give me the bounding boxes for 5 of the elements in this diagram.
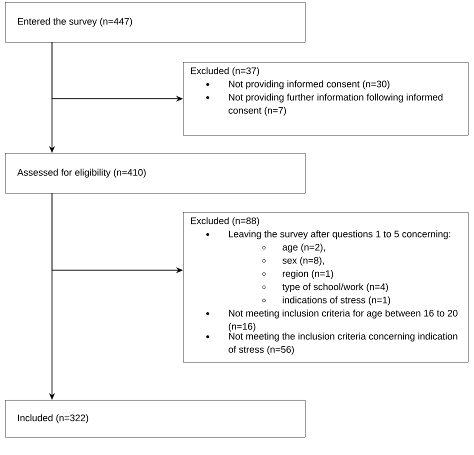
- flow-box: Assessed for eligibility (n=410): [5, 153, 306, 194]
- exclusion-box: Excluded (n=37) Not providing informed consent (n=30) Not providing further information following informed consent (n=7): [183, 62, 468, 136]
- exclusion-box: Excluded (n=88) Leaving the survey after questions 1 to 5 concerning: age (n=2), sex (n=8), region (n=1) type of school/work (n=4) indications of stress (n=1) Not meeting inclusion criteria for age between 16 to 20 (n=16) Not meeting the inclusion criteria concerning indication of stress (n=56): [183, 212, 468, 362]
- flow-box: Included (n=322): [5, 400, 306, 438]
- flow-box: Entered the survey (n=447): [5, 2, 306, 42]
